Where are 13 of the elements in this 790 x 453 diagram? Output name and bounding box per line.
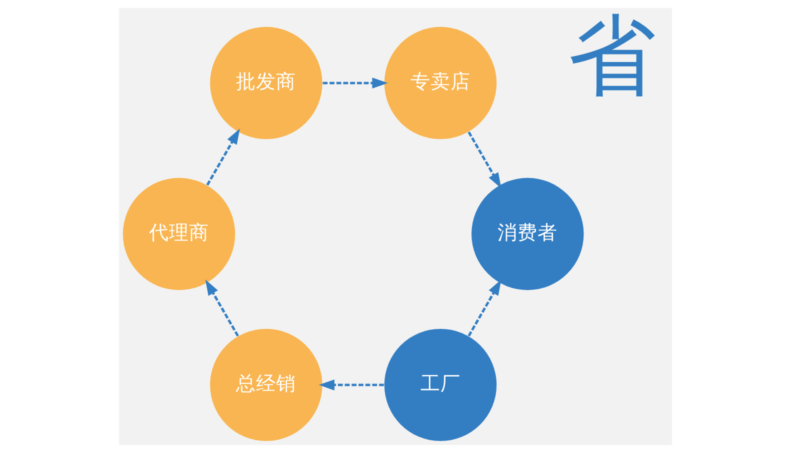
- arrow: [206, 128, 240, 186]
- arrow: [322, 78, 388, 89]
- arrow: [204, 280, 238, 337]
- arrow: [467, 280, 501, 337]
- node-circle: 总经销: [210, 328, 322, 442]
- arrow: [318, 379, 384, 390]
- node-circle: 工厂: [384, 328, 496, 442]
- node-circle: 代理商: [122, 178, 235, 290]
- node-circle: 消费者: [471, 178, 584, 290]
- node-circle: 批发商: [210, 26, 322, 140]
- node-circle: 专卖店: [384, 26, 496, 140]
- label: 省: [567, 4, 656, 108]
- arrow: [467, 131, 501, 188]
